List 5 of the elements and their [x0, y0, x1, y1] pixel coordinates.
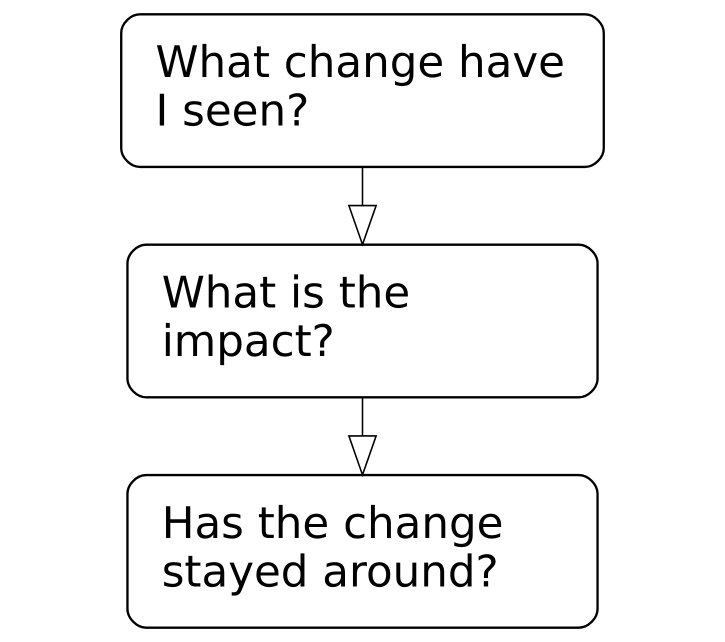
- node-box: Has the change stayed around?: [126, 474, 599, 629]
- arrow: [348, 167, 378, 247]
- node-box: What change have I seen?: [120, 13, 605, 168]
- node-box: What is the impact?: [126, 244, 599, 398]
- arrow: [348, 398, 378, 478]
